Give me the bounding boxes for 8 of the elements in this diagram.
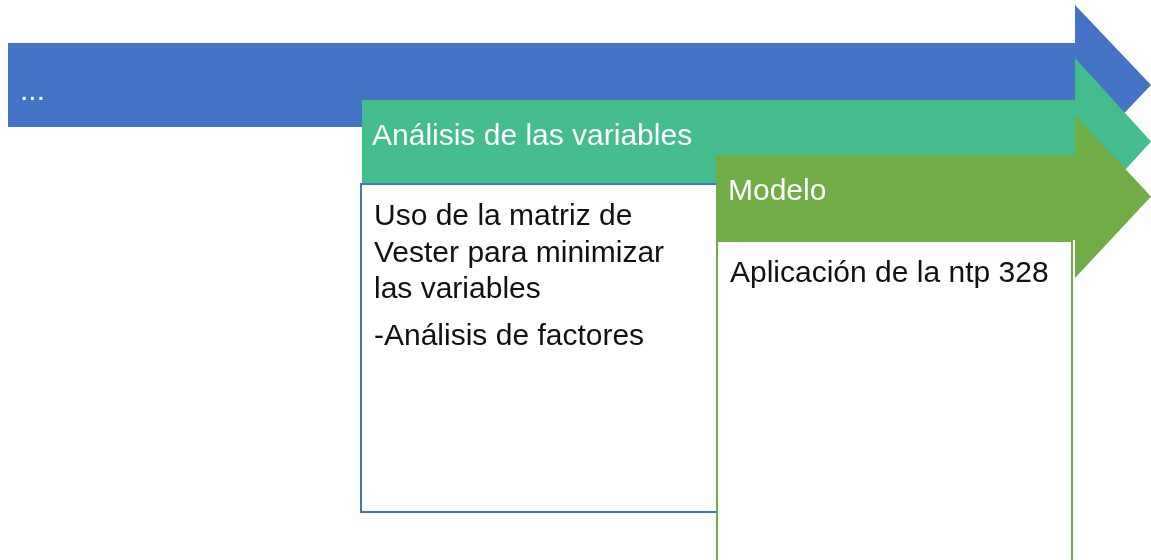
body-text: Aplicación de la ntp 328 — [730, 254, 1050, 290]
stage-title: ... — [20, 75, 45, 105]
body-text: -Análisis de factores — [374, 316, 646, 353]
stage-title: Análisis de las variables — [372, 120, 693, 150]
content-box — [360, 183, 718, 513]
content-box — [716, 240, 1073, 560]
stage-title: Modelo — [728, 175, 827, 205]
body-text: Uso de la matriz de Vester para minimizar las variables — [374, 197, 666, 307]
